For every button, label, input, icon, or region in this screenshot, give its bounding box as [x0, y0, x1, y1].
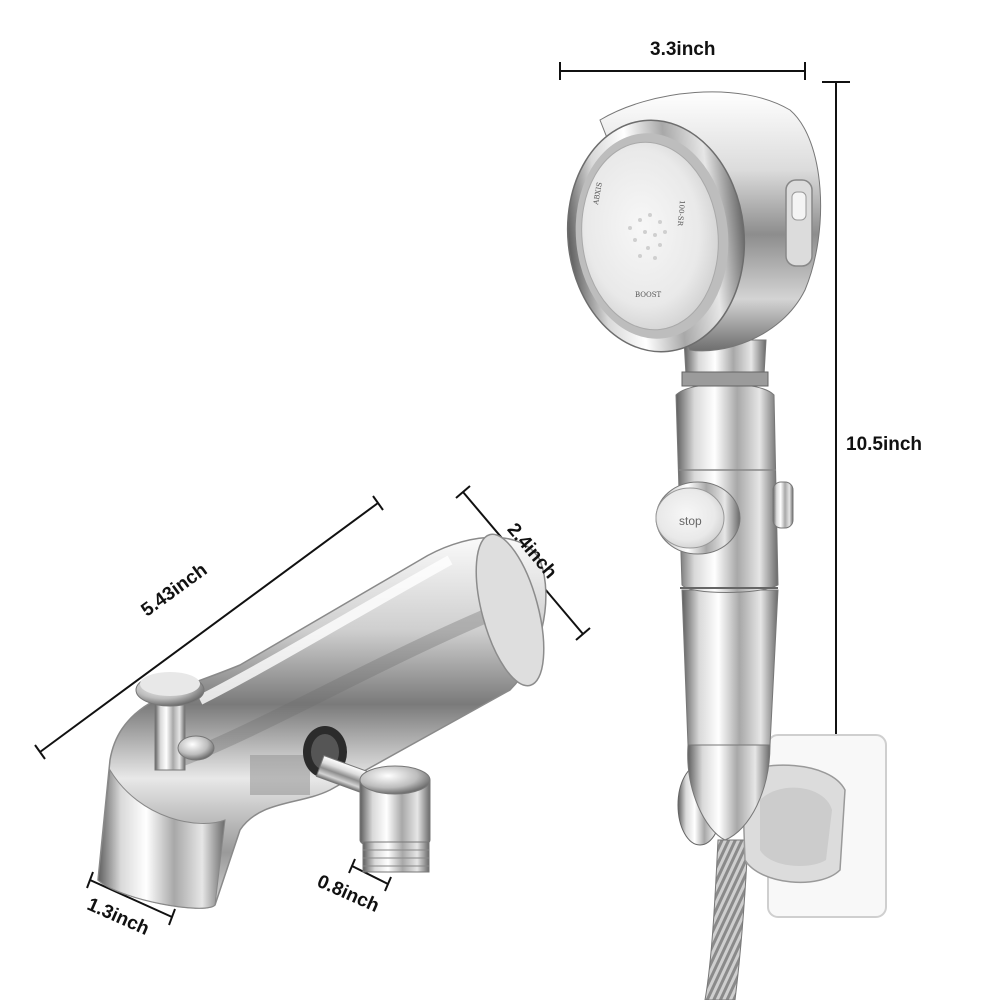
handheld-shower: stop ABXIS 100-SR BOOST — [566, 91, 822, 841]
diverter-pull-knob — [135, 672, 215, 771]
spout-opening — [475, 533, 545, 687]
shower-handle-lower — [681, 589, 779, 757]
face-marking-2: 100-SR — [676, 200, 686, 227]
dimension-line-spout-outlet — [86, 871, 176, 926]
dimension-line-total-height — [822, 81, 850, 759]
face-marking-3: BOOST — [635, 291, 662, 299]
spray-nozzles — [628, 213, 667, 260]
dimension-line-spout-length — [34, 495, 384, 760]
dimension-line-head-width — [559, 62, 806, 80]
shower-head-face — [581, 141, 719, 331]
stop-button: stop — [655, 481, 741, 555]
dimension-label-head-width: 3.3inch — [650, 39, 716, 60]
shower-hose — [704, 839, 749, 1000]
diverter-connector — [250, 726, 431, 873]
stop-button-label: stop — [679, 514, 702, 528]
dimension-line-connector — [348, 858, 392, 892]
wall-bracket — [677, 734, 887, 918]
tub-spout — [97, 533, 547, 909]
dimension-label-total-height: 10.5inch — [846, 434, 923, 455]
